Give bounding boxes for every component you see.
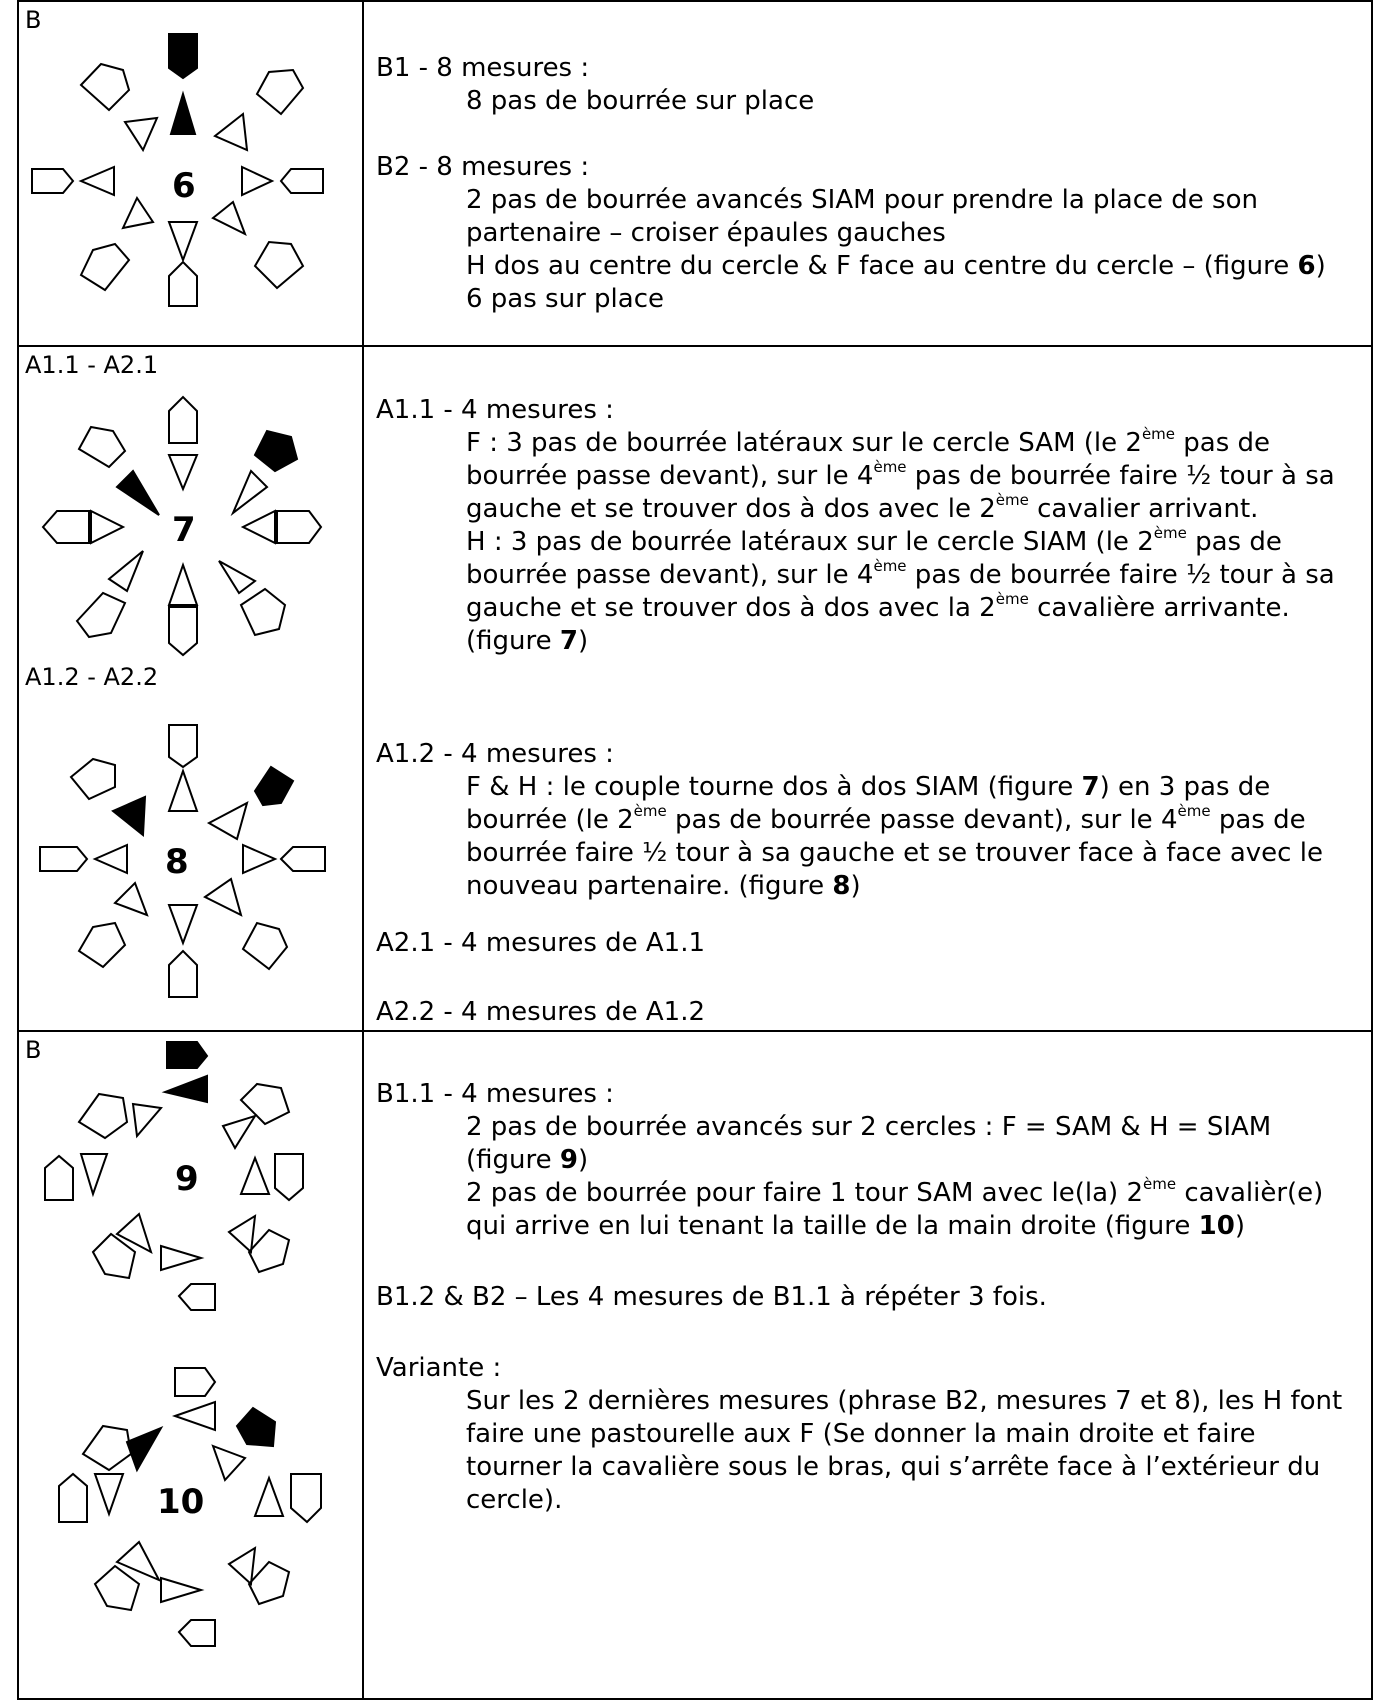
figure-number: 10 xyxy=(157,1482,204,1522)
row-b-first: B xyxy=(17,0,1373,347)
figure-8-diagram: 8 xyxy=(39,724,326,998)
figure-6-diagram: 6 xyxy=(31,33,324,307)
instruction-line: 8 pas de bourrée sur place xyxy=(466,86,815,116)
dance-instructions-table: B xyxy=(17,0,1373,1700)
instruction-line: faire une pastourelle aux F (Se donner l… xyxy=(466,1419,1256,1449)
instruction-line: bourrée passe devant), sur le 4ème pas d… xyxy=(466,458,1335,491)
dancer-filled xyxy=(166,1041,209,1069)
figure-cell: B xyxy=(17,1030,364,1700)
instruction-line: 2 pas de bourrée avancés sur 2 cercles :… xyxy=(466,1112,1272,1142)
row-b-second: B xyxy=(17,1030,1373,1700)
dancer-filled-triangle xyxy=(125,1425,164,1473)
section-heading: A1.2 - 4 mesures : xyxy=(376,739,614,769)
section-heading: B1 - 8 mesures : xyxy=(376,53,590,83)
section-heading: A2.1 - 4 mesures de A1.1 xyxy=(376,928,706,958)
instruction-line: qui arrive en lui tenant la taille de la… xyxy=(466,1211,1245,1241)
section-tag: B xyxy=(25,1036,42,1064)
figure-number: 8 xyxy=(165,842,189,882)
dancer-filled xyxy=(253,429,299,473)
dancer-filled-triangle xyxy=(169,90,197,135)
section-tag: A1.2 - A2.2 xyxy=(25,663,159,691)
figure-cell: A1.1 - A2.1 xyxy=(17,345,364,1032)
figure-number: 9 xyxy=(175,1159,199,1199)
instruction-line: partenaire – croiser épaules gauches xyxy=(466,218,946,248)
dancer-filled-triangle xyxy=(115,469,160,516)
section-heading: B1.1 - 4 mesures : xyxy=(376,1079,614,1109)
instruction-line: bourrée (le 2ème pas de bourrée passe de… xyxy=(466,802,1306,835)
section-tag: B xyxy=(25,6,42,34)
figure-10-diagram: 10 xyxy=(58,1367,322,1647)
instruction-line: gauche et se trouver dos à dos avec le 2… xyxy=(466,491,1259,524)
instruction-line: (figure 9) xyxy=(466,1145,589,1175)
instruction-line: gauche et se trouver dos à dos avec la 2… xyxy=(466,590,1290,623)
section-heading: Variante : xyxy=(376,1353,502,1383)
dancer-filled xyxy=(253,765,295,807)
section-tag: A1.1 - A2.1 xyxy=(25,351,159,379)
instruction-line: bourrée faire ½ tour à sa gauche et se t… xyxy=(466,838,1323,868)
instructions-cell: B1 - 8 mesures : 8 pas de bourrée sur pl… xyxy=(362,0,1373,347)
instruction-line: F : 3 pas de bourrée latéraux sur le cer… xyxy=(466,425,1271,458)
dancer-filled xyxy=(168,33,198,80)
section-heading: B2 - 8 mesures : xyxy=(376,152,590,182)
row-a: A1.1 - A2.1 xyxy=(17,345,1373,1032)
instruction-line: nouveau partenaire. (figure 8) xyxy=(466,871,861,901)
dancer-filled xyxy=(235,1406,277,1448)
dancer-filled-triangle xyxy=(161,1074,208,1104)
instruction-line: 2 pas de bourrée avancés SIAM pour prend… xyxy=(466,185,1258,215)
dancer-filled-triangle xyxy=(111,795,147,837)
instruction-line: H dos au centre du cercle & F face au ce… xyxy=(466,251,1326,281)
instruction-line: H : 3 pas de bourrée latéraux sur le cer… xyxy=(466,524,1282,557)
figure-7-diagram: 7 xyxy=(41,395,323,657)
instruction-line: Sur les 2 dernières mesures (phrase B2, … xyxy=(466,1386,1343,1416)
instructions-cell: B1.1 - 4 mesures : 2 pas de bourrée avan… xyxy=(362,1030,1373,1700)
figure-cell: B xyxy=(17,0,364,347)
instruction-line: 6 pas sur place xyxy=(466,284,664,314)
instruction-line: bourrée passe devant), sur le 4ème pas d… xyxy=(466,557,1335,590)
instruction-line: tourner la cavalière sous le bras, qui s… xyxy=(466,1452,1321,1482)
figure-number: 6 xyxy=(172,166,196,206)
section-heading: B1.2 & B2 – Les 4 mesures de B1.1 à répé… xyxy=(376,1282,1047,1312)
instruction-line: 2 pas de bourrée pour faire 1 tour SAM a… xyxy=(466,1175,1324,1208)
instructions-cell: A1.1 - 4 mesures : F : 3 pas de bourrée … xyxy=(362,345,1373,1032)
figure-number: 7 xyxy=(172,510,196,550)
instruction-line: cercle). xyxy=(466,1485,563,1515)
instruction-line: F & H : le couple tourne dos à dos SIAM … xyxy=(466,772,1271,802)
section-heading: A2.2 - 4 mesures de A1.2 xyxy=(376,997,706,1027)
section-heading: A1.1 - 4 mesures : xyxy=(376,395,614,425)
figure-9-diagram: 9 xyxy=(44,1041,304,1311)
instruction-line: (figure 7) xyxy=(466,626,589,656)
